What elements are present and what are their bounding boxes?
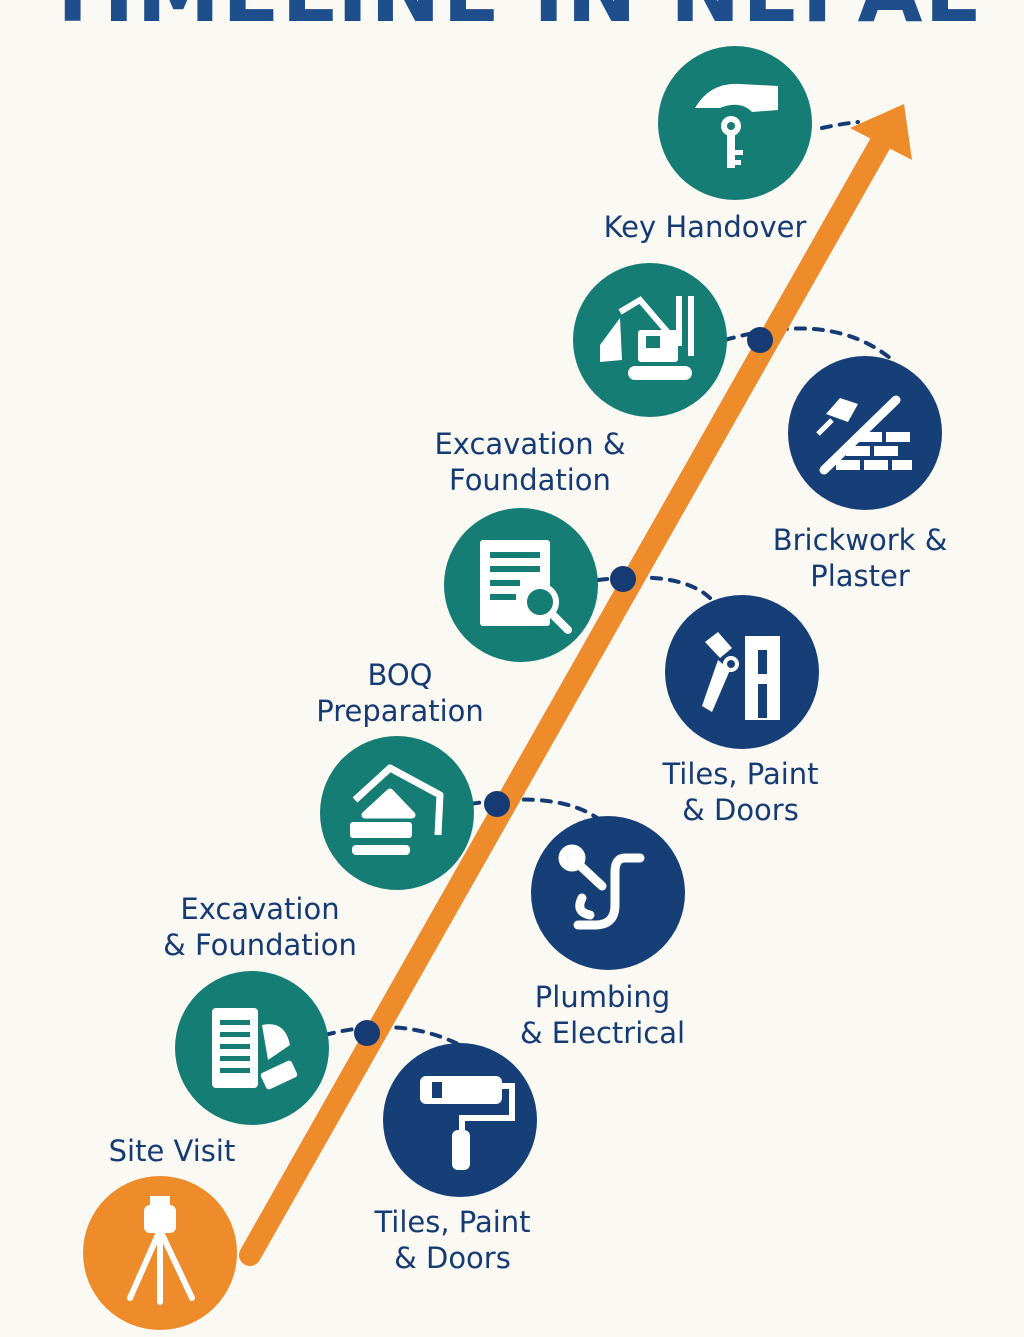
junction-dot	[747, 327, 773, 353]
step-label: Plumbing & Electrical	[519, 980, 686, 1050]
timeline-arrow	[239, 124, 896, 1266]
paint-roller-icon	[420, 1076, 515, 1170]
connector-dash	[323, 1025, 462, 1047]
step-label: Excavation & Foundation	[163, 892, 357, 962]
excavator-machine-icon	[600, 296, 694, 380]
step-plumbing-electrical	[531, 816, 685, 970]
step-circle	[665, 595, 819, 749]
step-label: Tiles, Paint & Doors	[662, 757, 819, 827]
trowel-brick-icon	[816, 395, 912, 475]
step-excavation-foundation-2	[444, 508, 598, 662]
connector-dash	[820, 120, 860, 130]
step-site-visit	[83, 1176, 237, 1330]
step-boq-preparation	[320, 736, 474, 890]
step-label: Tiles, Paint & Doors	[374, 1205, 531, 1275]
step-key-handover	[658, 46, 812, 200]
step-circle	[531, 816, 685, 970]
step-excavation-machine	[573, 263, 727, 417]
junction-dot	[354, 1020, 380, 1046]
document-blueprint-icon	[212, 1008, 298, 1090]
hand-key-icon	[695, 83, 778, 168]
excavator-bucket-icon	[350, 764, 444, 855]
step-brickwork-plaster	[788, 356, 942, 510]
junction-dot	[484, 791, 510, 817]
step-excavation-foundation-1	[175, 971, 329, 1125]
arrow-head-icon	[850, 104, 912, 160]
step-label: Site Visit	[108, 1134, 236, 1168]
step-tiles-paint-doors-1	[383, 1043, 537, 1197]
step-tiles-paint-doors-2	[665, 595, 819, 749]
step-label: Brickwork & Plaster	[772, 523, 948, 593]
document-search-icon	[480, 540, 572, 634]
junction-dot	[610, 566, 636, 592]
step-label: BOQ Preparation	[316, 658, 484, 728]
step-label: Key Handover	[603, 210, 807, 244]
wrench-pipe-icon	[558, 844, 645, 930]
page-title: TIMELINE IN NEPAL	[0, 0, 1024, 34]
step-label: Excavation & Foundation	[434, 427, 626, 497]
trowel-door-icon	[702, 632, 780, 720]
surveyor-tripod-icon	[127, 1196, 195, 1305]
